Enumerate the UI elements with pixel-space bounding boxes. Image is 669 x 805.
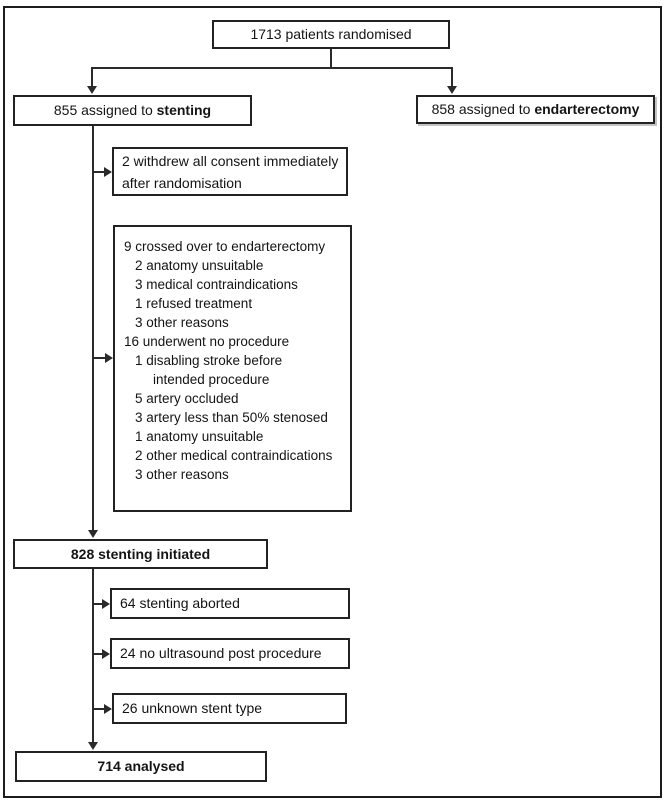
exclusion-line: 1 anatomy unsuitable [135, 429, 264, 444]
exclusion-line: 3 other reasons [135, 467, 229, 482]
exclusion-line: 1 refused treatment [135, 296, 253, 311]
exclusion-line: 2 anatomy unsuitable [135, 258, 264, 273]
node-withdrew-consent: 2 withdrew all consent immediately after… [112, 147, 348, 196]
arrowhead-withdrew [104, 167, 112, 177]
exclusion-line: 16 underwent no procedure [124, 334, 290, 349]
node-stenting-initiated-label: 828 stenting initiated [70, 545, 211, 562]
arrowhead-stent-type [104, 704, 112, 714]
node-no-ultrasound-label: 24 no ultrasound post procedure [120, 645, 322, 661]
connector-main-vertical-2 [92, 568, 94, 742]
connector-exclusions-stub [92, 357, 105, 359]
connector-aborted-stub [92, 603, 102, 605]
node-assigned-endarterectomy: 858 assigned to endarterectomy [416, 95, 655, 124]
node-stenting-aborted: 64 stenting aborted [110, 588, 350, 619]
connector-main-vertical-1 [92, 126, 94, 530]
exclusion-line: 1 disabling stroke before [135, 353, 283, 368]
node-randomised-label: 1713 patients randomised [250, 26, 412, 42]
connector-stent-type-stub [92, 708, 104, 710]
exclusion-line: 2 other medical contraindications [135, 448, 333, 463]
node-no-ultrasound: 24 no ultrasound post procedure [110, 638, 350, 669]
node-randomised: 1713 patients randomised [212, 20, 450, 49]
connector-ultrasound-stub [92, 653, 102, 655]
arrowhead-analysed [88, 742, 98, 750]
exclusion-line: intended procedure [153, 372, 270, 387]
node-assigned-stenting: 855 assigned to stenting [13, 95, 252, 126]
arrowhead-right-arm [447, 86, 457, 94]
node-unknown-stent-type-label: 26 unknown stent type [122, 700, 263, 716]
node-withdrew-consent-label: 2 withdrew all consent immediately after… [122, 152, 339, 191]
arrowhead-aborted [102, 599, 110, 609]
exclusion-line: 3 medical contraindications [135, 277, 298, 292]
node-analysed-label: 714 analysed [97, 758, 185, 774]
node-unknown-stent-type: 26 unknown stent type [112, 693, 347, 724]
connector-top-vertical [330, 48, 332, 68]
exclusion-line: 3 other reasons [135, 315, 229, 330]
connector-right-arm-stub [451, 67, 453, 86]
connector-left-arm-stub [91, 67, 93, 86]
node-exclusions-detail: 9 crossed over to endarterectomy 2 anato… [113, 225, 352, 512]
arrowhead-initiated [88, 530, 98, 538]
node-analysed: 714 analysed [15, 751, 267, 782]
connector-withdrew-stub [92, 171, 104, 173]
exclusion-line: 9 crossed over to endarterectomy [124, 239, 326, 254]
arrowhead-exclusions [105, 353, 113, 363]
node-assigned-endarterectomy-label: 858 assigned to endarterectomy [431, 101, 640, 117]
connector-branch-horizontal [91, 67, 453, 69]
arrowhead-ultrasound [102, 649, 110, 659]
node-stenting-aborted-label: 64 stenting aborted [120, 595, 240, 611]
exclusion-line: 5 artery occluded [135, 391, 239, 406]
exclusion-line: 3 artery less than 50% stenosed [135, 410, 328, 425]
arrowhead-left-arm [87, 86, 97, 94]
node-stenting-initiated: 828 stenting initiated [13, 539, 268, 569]
node-assigned-stenting-label: 855 assigned to stenting [53, 102, 212, 118]
